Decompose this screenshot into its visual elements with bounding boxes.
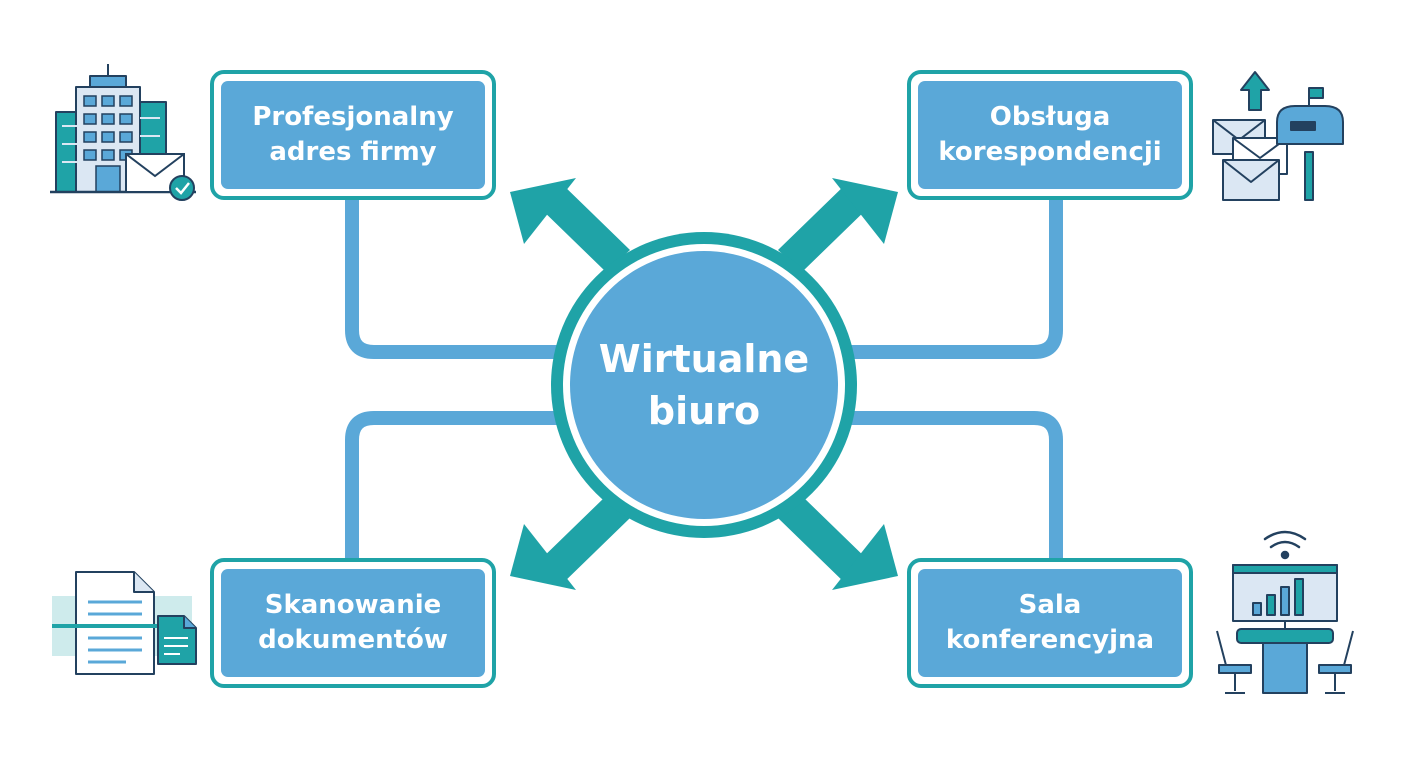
arrow-tl [510, 178, 630, 272]
arrow-br [778, 496, 898, 590]
connector-tr [848, 200, 1063, 359]
center-node: Wirtualne biuro [551, 232, 857, 538]
connector-br [848, 411, 1063, 558]
document-scan-icon [52, 571, 197, 675]
node-conference-room: Sala konferencyjna [907, 558, 1193, 688]
mail-mailbox-icon [1212, 71, 1344, 201]
connector-tl [345, 200, 560, 359]
center-label: Wirtualne biuro [598, 337, 810, 433]
node-label: Obsługa korespondencji [938, 102, 1162, 167]
office-building-mail-icon [50, 64, 196, 201]
node-business-address: Profesjonalny adres firmy [210, 70, 496, 200]
arrow-tr [778, 178, 898, 272]
node-label: Profesjonalny adres firmy [252, 102, 454, 167]
connector-bl [345, 411, 560, 558]
node-document-scanning: Skanowanie dokumentów [210, 558, 496, 688]
conference-room-icon [1216, 530, 1354, 694]
node-label: Skanowanie dokumentów [258, 590, 448, 655]
node-label: Sala konferencyjna [945, 590, 1155, 655]
arrow-bl [510, 496, 630, 590]
node-mail-handling: Obsługa korespondencji [907, 70, 1193, 200]
